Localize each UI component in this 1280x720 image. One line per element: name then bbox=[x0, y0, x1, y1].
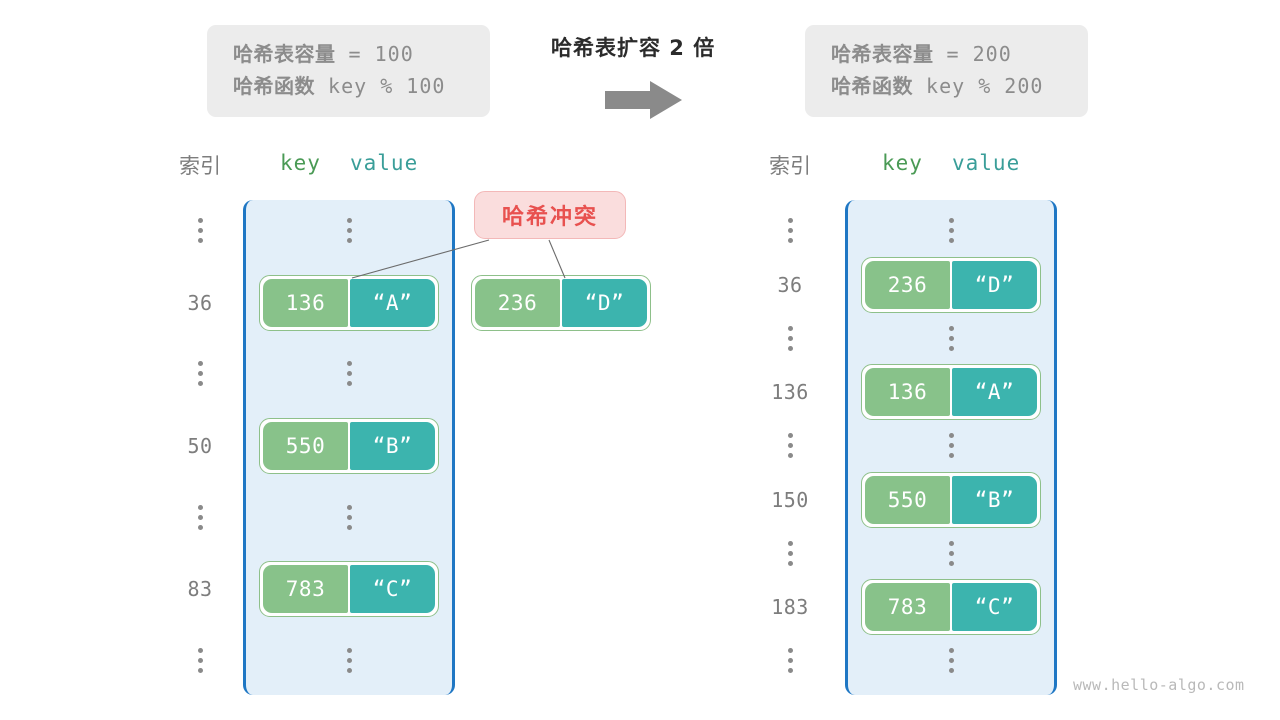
after-entry-value: “C” bbox=[952, 583, 1037, 632]
watermark: www.hello-algo.com bbox=[1073, 676, 1245, 694]
after-slot-ellipsis bbox=[942, 325, 960, 352]
after-function-line: 哈希函数 key % 200 bbox=[831, 71, 1062, 103]
after-index-ellipsis bbox=[781, 433, 799, 459]
before-slot-ellipsis bbox=[340, 361, 358, 387]
after-entry-key: 783 bbox=[865, 583, 950, 632]
after-entry-value: “B” bbox=[952, 475, 1037, 524]
before-entry-value: “B” bbox=[350, 422, 435, 470]
before-index-ellipsis bbox=[191, 361, 209, 387]
before-entry-pair[interactable]: 136“A” bbox=[259, 274, 439, 331]
before-entry-key: 550 bbox=[263, 422, 348, 470]
before-entry-pair[interactable]: 550“B” bbox=[259, 418, 439, 474]
after-info-box: 哈希表容量 = 200 哈希函数 key % 200 bbox=[805, 25, 1088, 117]
after-entry-pair[interactable]: 550“B” bbox=[861, 471, 1041, 528]
after-entry-pair[interactable]: 783“C” bbox=[861, 579, 1041, 636]
after-index-label: 136 bbox=[771, 380, 809, 405]
before-index-ellipsis bbox=[191, 504, 209, 531]
after-slot-ellipsis bbox=[942, 648, 960, 674]
before-function-label: 哈希函数 bbox=[233, 74, 315, 98]
collision-badge: 哈希冲突 bbox=[474, 191, 626, 239]
before-capacity-line: 哈希表容量 = 100 bbox=[233, 39, 464, 71]
before-entry-pair[interactable]: 783“C” bbox=[259, 561, 439, 618]
after-entry-key: 550 bbox=[865, 475, 950, 524]
after-index-ellipsis bbox=[781, 325, 799, 352]
after-index-ellipsis bbox=[781, 540, 799, 567]
after-function-value: key % 200 bbox=[913, 74, 1044, 98]
after-entry-value: “D” bbox=[952, 260, 1037, 309]
before-slot-ellipsis bbox=[340, 648, 358, 674]
before-value-header: value bbox=[350, 151, 419, 175]
collision-overflow-pair[interactable]: 236 “D” bbox=[471, 275, 651, 331]
after-entry-key: 136 bbox=[865, 368, 950, 417]
before-function-value: key % 100 bbox=[315, 74, 446, 98]
before-entry-key: 783 bbox=[263, 565, 348, 614]
before-entry-value: “A” bbox=[350, 278, 435, 327]
before-capacity-value: = 100 bbox=[335, 42, 414, 66]
after-capacity-label: 哈希表容量 bbox=[831, 42, 934, 66]
page-title: 哈希表扩容 2 倍 bbox=[551, 36, 716, 60]
after-value-header: value bbox=[952, 151, 1021, 175]
before-slot-ellipsis bbox=[340, 218, 358, 244]
after-function-label: 哈希函数 bbox=[831, 74, 913, 98]
after-entry-key: 236 bbox=[865, 260, 950, 309]
before-slot-ellipsis bbox=[340, 504, 358, 531]
after-slot-ellipsis bbox=[942, 540, 960, 567]
before-index-ellipsis bbox=[191, 218, 209, 244]
before-index-label: 36 bbox=[187, 290, 213, 315]
after-index-header: 索引 bbox=[769, 154, 811, 178]
after-entry-pair[interactable]: 136“A” bbox=[861, 364, 1041, 421]
after-slot-ellipsis bbox=[942, 218, 960, 244]
after-index-label: 36 bbox=[777, 272, 803, 297]
before-key-header: key bbox=[280, 151, 321, 175]
before-entry-key: 136 bbox=[263, 278, 348, 327]
arrow-right-icon bbox=[605, 81, 682, 119]
before-index-label: 83 bbox=[187, 577, 213, 602]
after-key-header: key bbox=[882, 151, 923, 175]
before-index-label: 50 bbox=[187, 434, 213, 458]
after-entry-value: “A” bbox=[952, 368, 1037, 417]
after-index-ellipsis bbox=[781, 218, 799, 244]
after-index-ellipsis bbox=[781, 648, 799, 674]
before-index-header: 索引 bbox=[179, 154, 221, 178]
transform-arrow bbox=[605, 80, 683, 125]
before-index-ellipsis bbox=[191, 648, 209, 674]
before-entry-value: “C” bbox=[350, 565, 435, 614]
collision-overflow-value: “D” bbox=[562, 279, 647, 327]
before-info-box: 哈希表容量 = 100 哈希函数 key % 100 bbox=[207, 25, 490, 117]
after-index-label: 183 bbox=[771, 595, 809, 620]
before-capacity-label: 哈希表容量 bbox=[233, 42, 336, 66]
collision-overflow-key: 236 bbox=[475, 279, 560, 327]
after-capacity-line: 哈希表容量 = 200 bbox=[831, 39, 1062, 71]
after-entry-pair[interactable]: 236“D” bbox=[861, 256, 1041, 313]
after-capacity-value: = 200 bbox=[933, 42, 1012, 66]
after-index-label: 150 bbox=[771, 487, 809, 512]
after-slot-ellipsis bbox=[942, 433, 960, 459]
before-function-line: 哈希函数 key % 100 bbox=[233, 71, 464, 103]
